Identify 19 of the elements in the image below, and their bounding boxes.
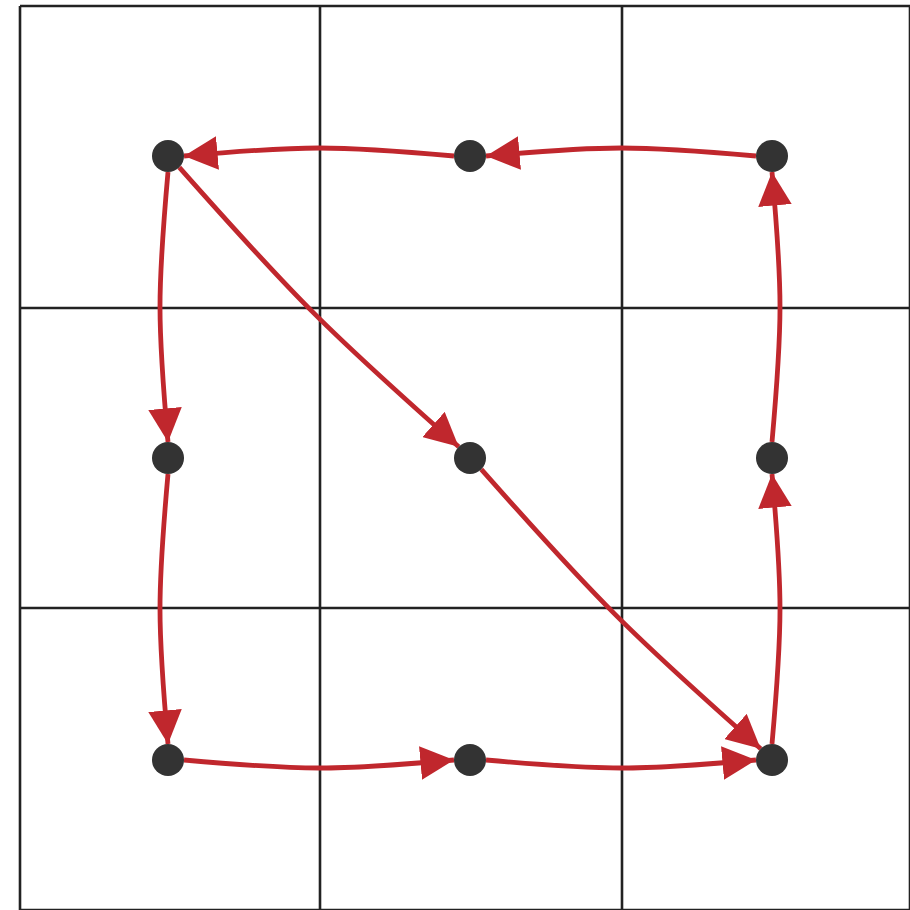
arrow <box>148 473 182 745</box>
dot <box>454 140 486 172</box>
dot <box>152 442 184 474</box>
dot <box>756 140 788 172</box>
arrow <box>758 473 792 745</box>
dot <box>756 442 788 474</box>
dot <box>454 744 486 776</box>
arrow <box>177 165 461 449</box>
dot <box>454 442 486 474</box>
arrow <box>183 136 455 170</box>
dot <box>152 140 184 172</box>
arrow <box>148 171 182 443</box>
arrow <box>479 467 763 751</box>
arrow <box>758 171 792 443</box>
arrow <box>485 746 757 780</box>
dot <box>152 744 184 776</box>
arrow <box>183 746 455 780</box>
arrow <box>485 136 757 170</box>
dot <box>756 744 788 776</box>
